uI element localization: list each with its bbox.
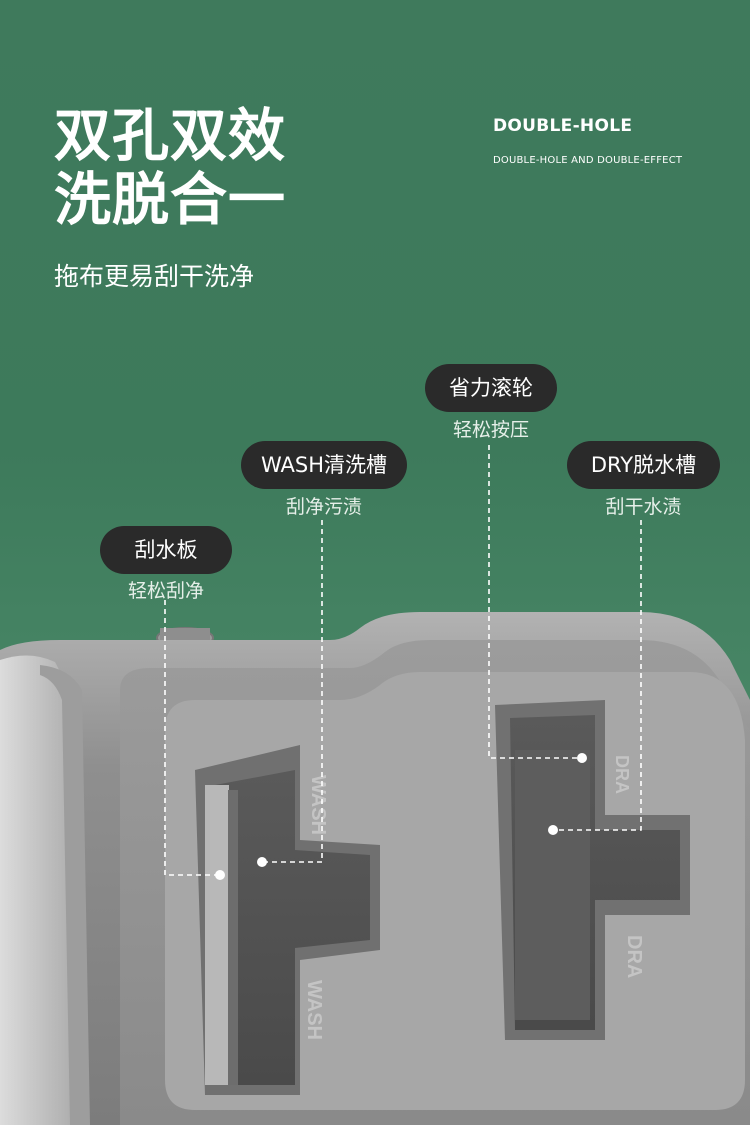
embossed-dry-top: DRA [612, 755, 632, 794]
headline-line1: 双孔双效 [54, 103, 286, 169]
callout-wash-label: WASH清洗槽 [241, 441, 407, 489]
english-title: DOUBLE-HOLE [493, 116, 633, 136]
leader-dry [553, 520, 642, 831]
english-subtitle: DOUBLE-HOLE AND DOUBLE-EFFECT [493, 155, 683, 166]
subheadline: 拖布更易刮干洗净 [54, 262, 255, 291]
left-wall [0, 655, 80, 1125]
embossed-wash-top: WASH [307, 775, 329, 835]
dot-wash [257, 857, 267, 867]
callout-dry-label: DRY脱水槽 [567, 441, 720, 489]
leader-wash [262, 520, 323, 863]
callout-dry-caption: 刮干水渍 [605, 496, 682, 518]
dot-dry [548, 825, 558, 835]
callout-roller-caption: 轻松按压 [452, 419, 529, 441]
leader-scraper [164, 600, 220, 876]
headline: 双孔双效 洗脱合一 [54, 104, 286, 232]
callout-scraper-caption: 轻松刮净 [127, 580, 204, 602]
callout-roller-label: 省力滚轮 [425, 364, 557, 412]
leader-lines [164, 445, 642, 876]
dot-roller [577, 753, 587, 763]
headline-line2: 洗脱合一 [54, 167, 286, 233]
embossed-dry-bottom: DRA [623, 935, 645, 978]
embossed-wash-bottom: WASH [303, 980, 325, 1040]
dot-scraper [215, 870, 225, 880]
callout-wash-caption: 刮净污渍 [285, 496, 362, 518]
callout-scraper-label: 刮水板 [100, 526, 232, 574]
